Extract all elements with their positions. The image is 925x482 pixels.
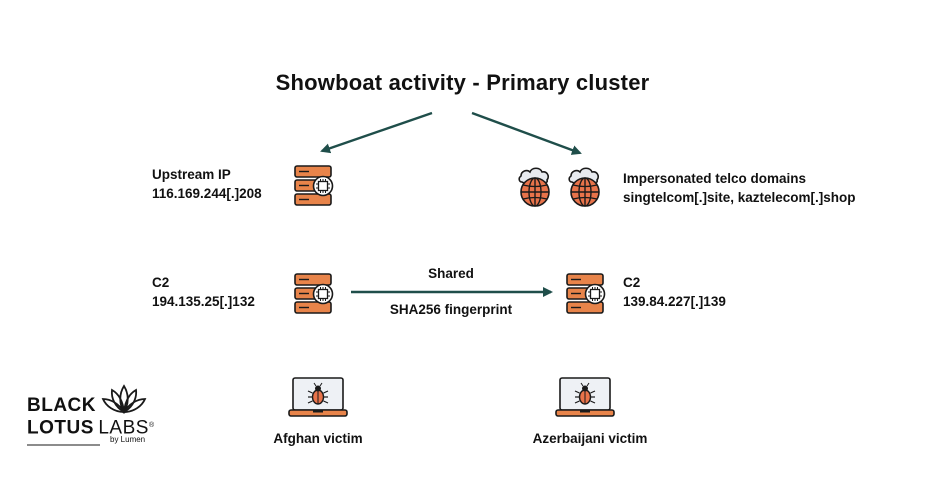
c2-left-label: C2: [152, 275, 170, 290]
afghan-laptop-bug-icon: [288, 377, 348, 417]
edge-label-fingerprint: SHA256 fingerprint: [389, 302, 513, 317]
upstream-ip-value: 116.169.244[.]208: [152, 186, 262, 201]
upstream-server-icon: [294, 165, 334, 206]
c2-right-server-icon: [566, 273, 606, 314]
telco-domains-label: Impersonated telco domains: [623, 171, 807, 186]
c2-right-value: 139.84.227[.]139: [623, 294, 726, 309]
c2-right-label: C2: [623, 275, 641, 290]
c2-left-server-icon: [294, 273, 334, 314]
black-lotus-labs-logo: BLACK LOTUS LABS®: [27, 396, 154, 439]
edge-label-shared: Shared: [428, 266, 474, 281]
upstream-ip-block: Upstream IP 116.169.244[.]208: [152, 165, 262, 203]
c2-left-value: 194.135.25[.]132: [152, 294, 255, 309]
upstream-ip-label: Upstream IP: [152, 167, 231, 182]
arrow-down-right-icon: [471, 111, 582, 155]
arrow-down-left-icon: [320, 111, 433, 154]
logo-line-labs: LABS: [98, 417, 149, 439]
afghan-victim-label: Afghan victim: [273, 431, 363, 446]
telco-domains-block: Impersonated telco domains singtelcom[.]…: [623, 169, 856, 207]
page-title: Showboat activity - Primary cluster: [275, 70, 650, 95]
logo-byline: by Lumen: [110, 435, 146, 444]
cloud-globe-icon: [568, 167, 600, 207]
cloud-globe-icon: [518, 167, 550, 207]
azerbaijani-victim-label: Azerbaijani victim: [532, 431, 648, 446]
lotus-logo-icon: [101, 384, 147, 414]
telco-domains-value: singtelcom[.]site, kaztelecom[.]shop: [623, 190, 856, 205]
c2-left-block: C2 194.135.25[.]132: [152, 273, 255, 311]
logo-registered-mark: ®: [148, 422, 155, 429]
logo-line-lotus: LOTUS: [27, 417, 94, 439]
c2-right-block: C2 139.84.227[.]139: [623, 273, 726, 311]
azerbaijani-laptop-bug-icon: [555, 377, 615, 417]
logo-line-black: BLACK: [27, 395, 96, 416]
